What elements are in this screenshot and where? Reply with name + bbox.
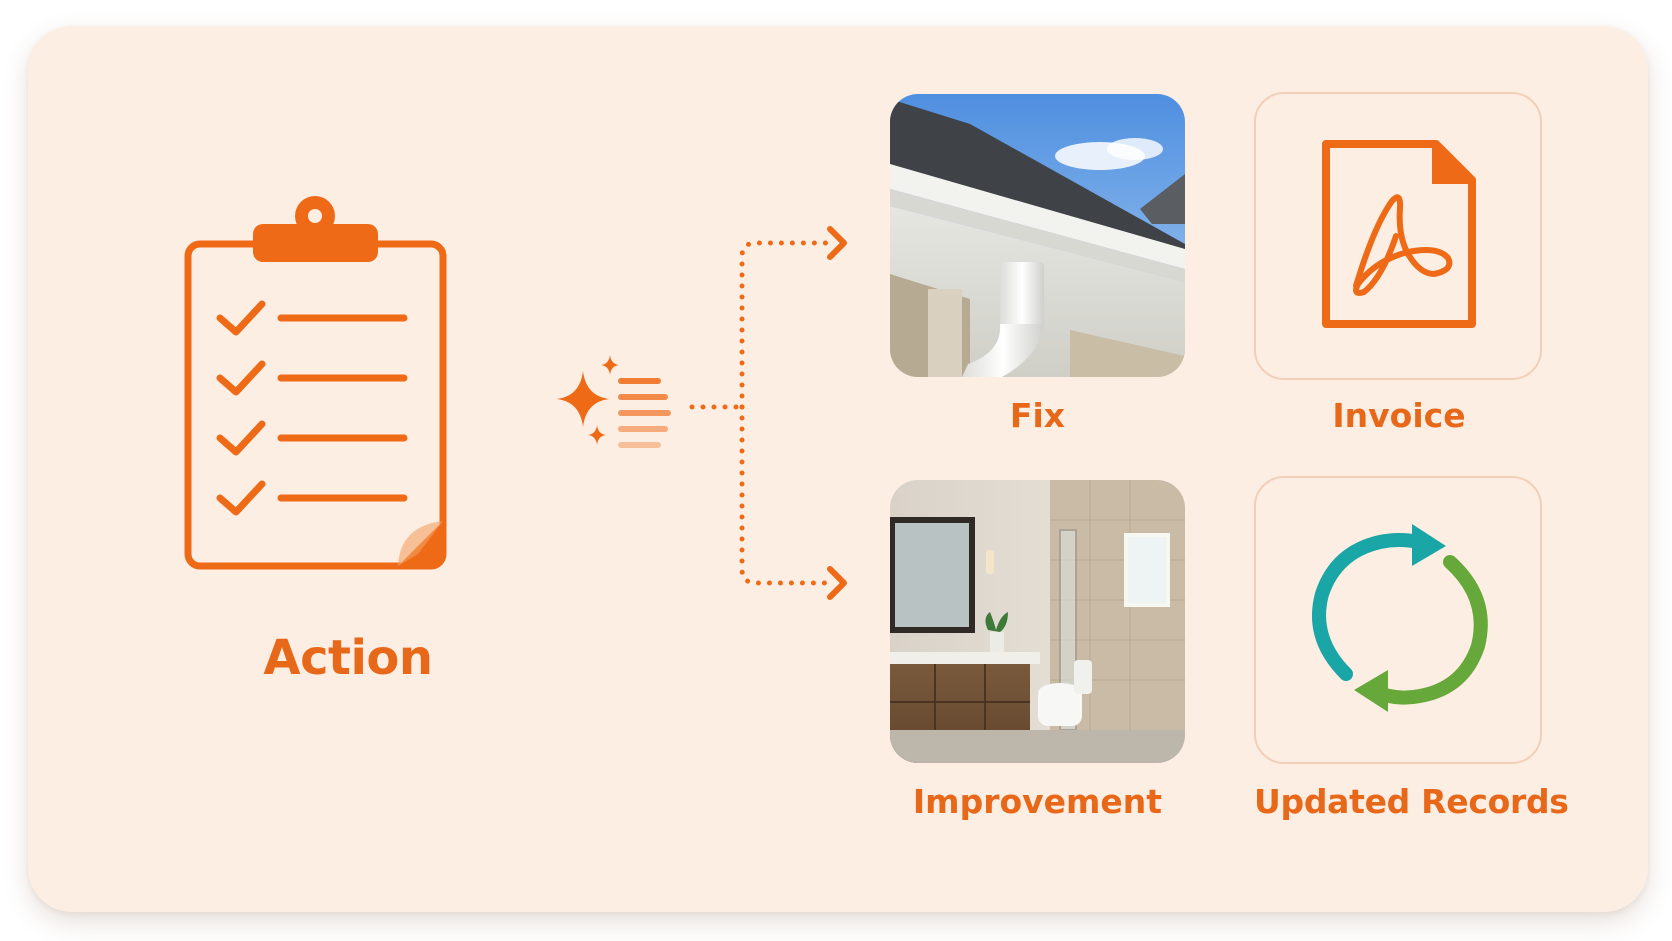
branch-connector: [689, 226, 847, 600]
action-label: Action: [263, 630, 433, 686]
invoice-card: [1254, 92, 1542, 380]
sparkle-icon: [557, 355, 671, 448]
records-card: [1254, 476, 1542, 764]
diagram-canvas: Action: [28, 26, 1648, 912]
improvement-photo: [890, 480, 1185, 763]
clipboard-checklist-icon: [184, 196, 447, 570]
fix-label: Fix: [1009, 396, 1066, 435]
invoice-label: Invoice: [1332, 396, 1466, 435]
arrowhead-bottom: [827, 566, 847, 600]
records-label: Updated Records: [1254, 782, 1569, 821]
improvement-label: Improvement: [912, 782, 1163, 821]
refresh-cycle-icon: [1312, 524, 1488, 712]
arrowhead-top: [827, 226, 847, 260]
fix-photo: [890, 94, 1185, 377]
pdf-document-icon: [1322, 140, 1476, 328]
